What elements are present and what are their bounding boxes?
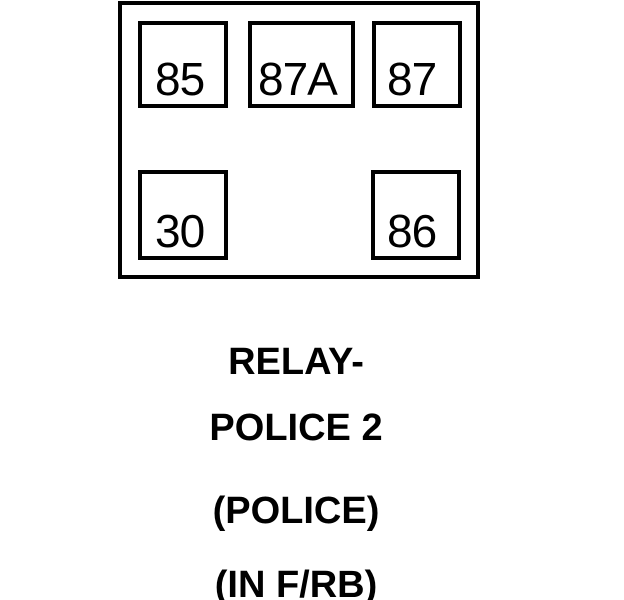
caption-line-police-2: POLICE 2	[209, 407, 383, 449]
pin-label-87: 87	[387, 53, 437, 105]
pin-terminal-85: 85	[138, 21, 228, 108]
pin-label-86: 86	[387, 205, 437, 257]
caption-line-in-frb: (IN F/RB)	[214, 564, 378, 600]
pin-terminal-87: 87	[372, 21, 462, 108]
caption-line-police-paren: (POLICE)	[212, 490, 380, 532]
pin-terminal-87a: 87A	[248, 21, 355, 108]
pin-label-30: 30	[155, 205, 205, 257]
pin-terminal-86: 86	[371, 170, 461, 260]
pin-label-85: 85	[155, 53, 205, 105]
pin-terminal-30: 30	[138, 170, 228, 260]
caption-line-relay: RELAY-	[228, 341, 364, 383]
pin-label-87a: 87A	[258, 53, 338, 105]
relay-body-outline: 85 87A 87 30 86	[118, 1, 480, 279]
